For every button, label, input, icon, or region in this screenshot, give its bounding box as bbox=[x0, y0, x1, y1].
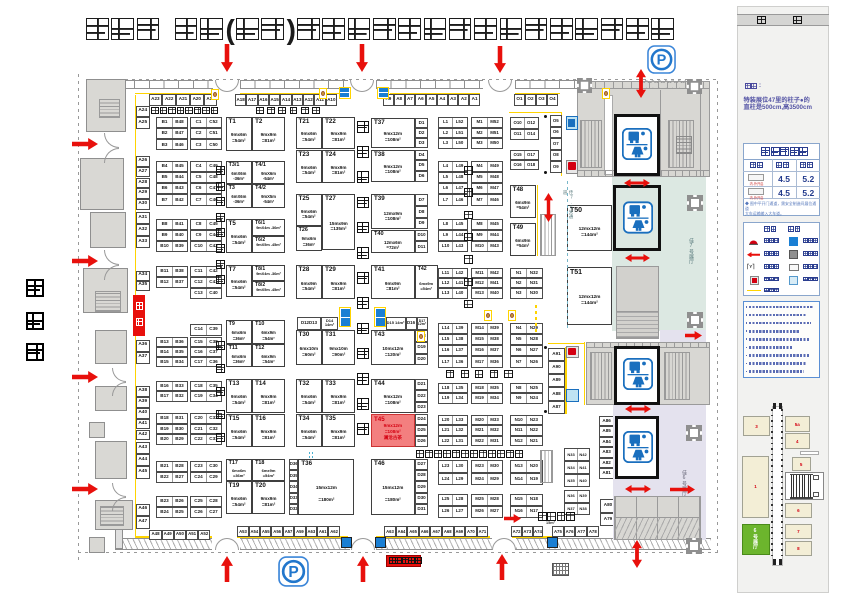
svg-text:P: P bbox=[657, 53, 667, 69]
svg-text:P: P bbox=[288, 564, 298, 581]
